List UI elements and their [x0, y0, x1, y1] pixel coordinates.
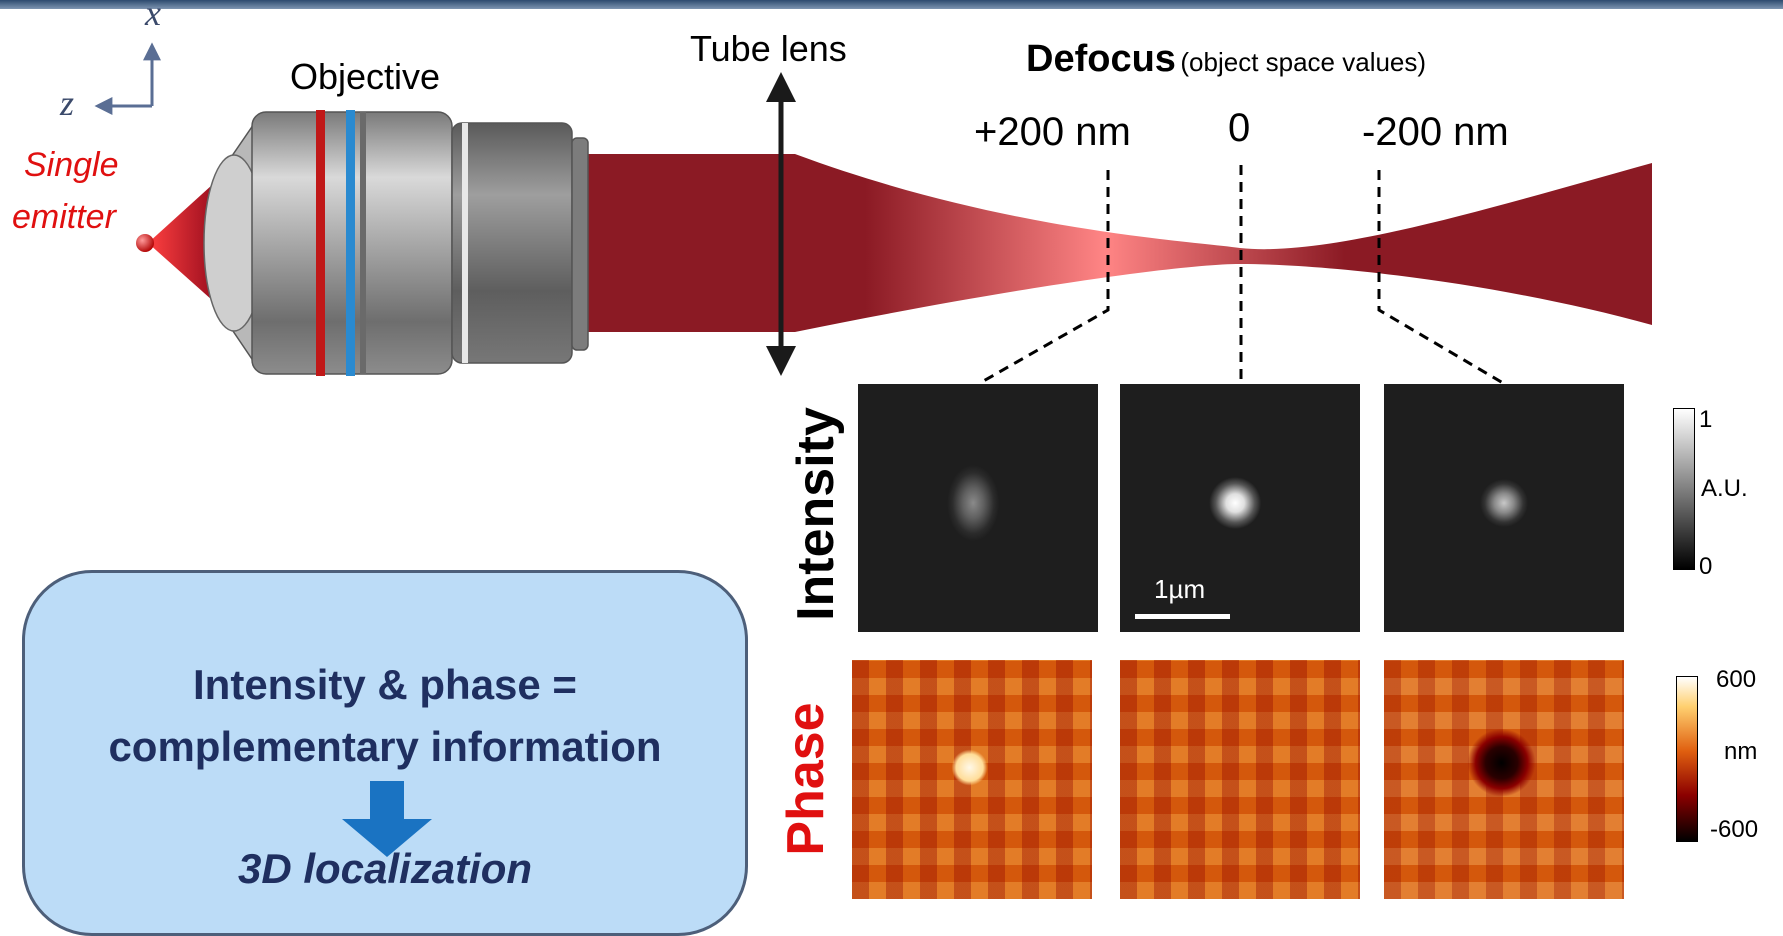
- defocus-zero-label: 0: [1228, 106, 1251, 150]
- objective-lens: [203, 110, 589, 376]
- light-beam: [560, 154, 1652, 332]
- intensity-image-0: [1120, 384, 1360, 632]
- top-banner: [0, 0, 1783, 9]
- z-axis-label: z: [60, 83, 75, 123]
- defocus-plus-label: +200 nm: [974, 110, 1131, 154]
- phase-colorbar: [1676, 676, 1698, 842]
- emitter-label-line2: emitter: [12, 198, 116, 236]
- intensity-colorbar-min: 0: [1699, 553, 1713, 580]
- intensity-colorbar-max: 1: [1699, 406, 1713, 433]
- intensity-image-minus200: [1384, 384, 1624, 632]
- scalebar: [1135, 614, 1230, 619]
- emission-cone: [148, 185, 212, 300]
- emitter-label-line1: Single: [24, 146, 119, 184]
- summary-result: 3D localization: [237, 845, 533, 892]
- intensity-image-plus200: [858, 384, 1098, 632]
- defocus-title-bold: Defocus: [1026, 38, 1176, 80]
- summary-box: Intensity & phase = complementary inform…: [22, 570, 748, 936]
- phase-colorbar-max: 600: [1716, 666, 1757, 693]
- defocus-note: (object space values): [1180, 47, 1427, 77]
- defocus-title: Defocus (object space values): [1026, 38, 1426, 81]
- intensity-row-label: Intensity: [787, 407, 845, 621]
- optical-setup-drawing: [94, 42, 1652, 385]
- phase-colorbar-unit: nm: [1724, 738, 1758, 765]
- scalebar-label: 1µm: [1154, 574, 1206, 604]
- intensity-colorbar: [1673, 408, 1695, 570]
- tube-lens-arrow: [766, 72, 796, 376]
- phase-image-0: [1120, 660, 1360, 899]
- objective-label: Objective: [290, 56, 441, 97]
- summary-line1: Intensity & phase =: [193, 661, 577, 708]
- summary-line2: complementary information: [108, 723, 662, 770]
- phase-colorbar-min: -600: [1710, 816, 1759, 843]
- phase-image-plus200: [852, 660, 1092, 899]
- x-axis-label: x: [145, 0, 161, 33]
- tube-lens-label: Tube lens: [690, 28, 847, 69]
- phase-row-label: Phase: [777, 702, 835, 856]
- axes-indicator: [94, 42, 161, 115]
- intensity-colorbar-unit: A.U.: [1701, 475, 1748, 502]
- down-arrow-icon: [342, 781, 432, 857]
- phase-image-minus200: [1384, 660, 1624, 899]
- defocus-guides: [979, 165, 1504, 385]
- emitter-dot: [136, 234, 154, 252]
- defocus-minus-label: -200 nm: [1362, 110, 1509, 154]
